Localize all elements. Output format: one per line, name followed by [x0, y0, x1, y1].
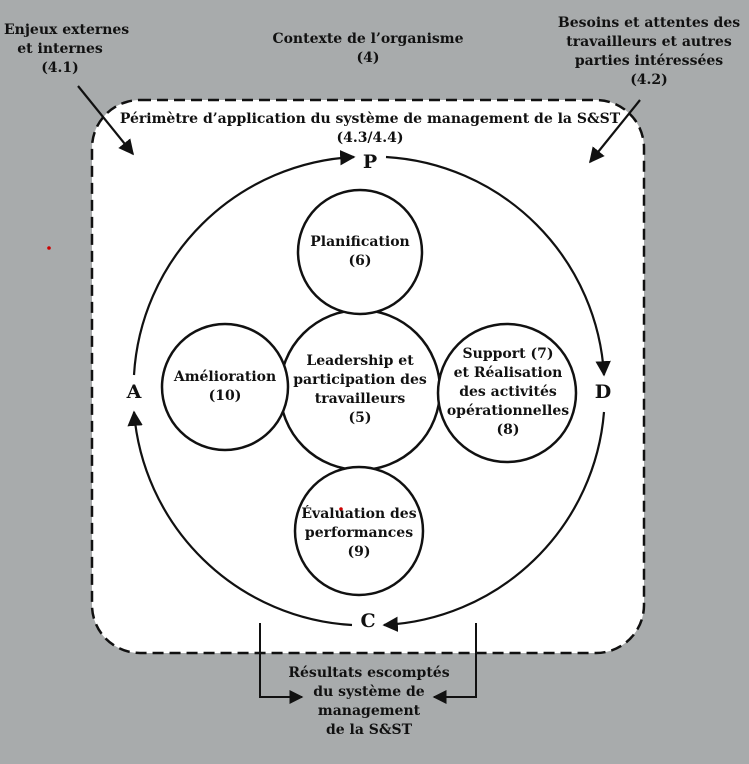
planning-label: Planification (6)	[310, 234, 410, 269]
pdca-act-letter: A	[126, 381, 142, 403]
leadership-label: Leadership et participation des travaill…	[293, 353, 427, 426]
scope-title: Périmètre d’application du système de ma…	[119, 111, 621, 146]
red-dot-left	[47, 246, 51, 250]
arrow-outcomes-left	[259, 623, 304, 704]
external-issues-label: Enjeux externes et internes (4.1)	[4, 22, 130, 76]
arrow-external-issues	[77, 85, 134, 156]
pdca-check-letter: C	[360, 610, 376, 632]
organisation-context-label: Contexte de l’organisme (4)	[272, 31, 464, 66]
arc-d-to-c	[382, 411, 606, 633]
evaluation-label: Évaluation des performances (9)	[301, 506, 417, 560]
circle-improvement	[160, 322, 290, 452]
support-label: Support (7) et Réalisation des activités…	[446, 346, 570, 438]
intended-outcomes-label: Résultats escomptés du système de manage…	[288, 665, 450, 738]
arc-c-to-a	[127, 410, 353, 627]
red-dot-center	[339, 507, 343, 511]
arrow-outcomes-right	[432, 623, 477, 704]
improvement-label: Amélioration (10)	[173, 369, 277, 404]
arrow-needs	[589, 99, 641, 164]
circle-evaluation	[293, 465, 425, 597]
arc-p-to-d	[385, 155, 611, 377]
pdca-do-letter: D	[594, 381, 612, 403]
circle-planning	[296, 188, 424, 316]
arc-a-to-p	[132, 150, 356, 376]
circle-support	[436, 322, 578, 464]
interested-parties-label: Besoins et attentes des travailleurs et …	[557, 15, 741, 88]
pdca-plan-letter: P	[362, 151, 378, 173]
